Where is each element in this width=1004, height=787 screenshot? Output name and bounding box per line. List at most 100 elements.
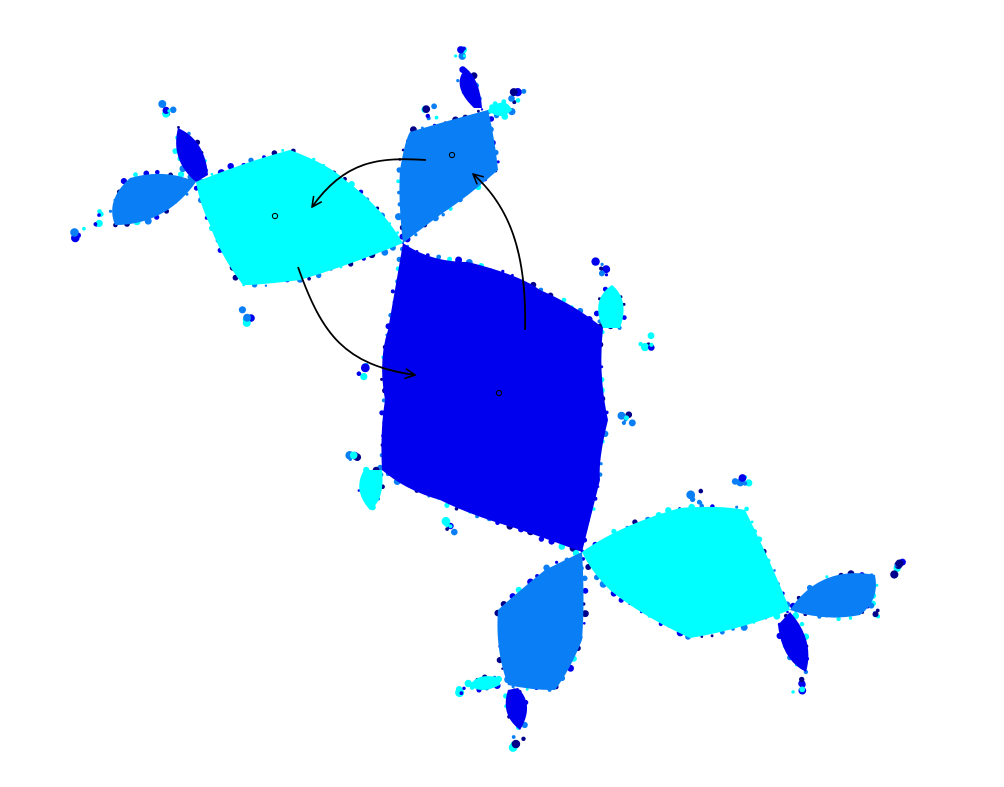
fringe-bulb	[791, 690, 795, 694]
fringe-bulb	[599, 462, 603, 466]
fringe-bulb	[582, 587, 589, 594]
fringe-bulb	[745, 479, 753, 487]
fringe-bulb	[555, 560, 559, 564]
fringe-bulb	[583, 622, 586, 625]
fringe-bulb	[436, 254, 442, 260]
fringe-bulb	[742, 481, 748, 486]
fringe-bulb	[451, 528, 458, 536]
fringe-bulb	[511, 735, 516, 739]
fringe-bulb	[617, 411, 626, 420]
fringe-bulb	[264, 284, 268, 287]
fringe-bulb	[798, 679, 806, 688]
basin-light-lower-right	[582, 506, 790, 638]
fringe-bulb	[825, 575, 829, 579]
fringe-bulb	[786, 610, 789, 614]
fringe-bulb	[890, 570, 899, 579]
fringe-bulb	[441, 213, 445, 217]
arrow-light-to-dark	[297, 266, 415, 375]
fringe-bulb	[162, 106, 170, 114]
fringe-bulb	[431, 103, 437, 110]
fringe-bulb	[509, 88, 518, 97]
basin-mid-top	[399, 110, 498, 243]
fringe-bulb	[649, 342, 654, 347]
fringe-bulb	[581, 610, 589, 618]
fringe-bulb	[508, 95, 515, 102]
basin-mid-left	[112, 173, 196, 225]
fringe-bulb	[307, 276, 311, 281]
fringe-bulb	[281, 148, 285, 152]
fringe-bulb	[773, 569, 776, 572]
petal-dark-top	[459, 68, 482, 108]
fringe-bulb	[521, 88, 527, 94]
fringe-bulb	[82, 226, 86, 231]
fringe-bulb	[602, 265, 611, 274]
fringe-bulb	[591, 257, 600, 266]
petal-light-left	[359, 470, 383, 510]
fringe-bulb	[750, 520, 754, 524]
fringe-bulb	[621, 420, 627, 425]
fringe-bulb	[598, 270, 605, 277]
cycle-point-dark-basin	[495, 389, 503, 397]
fringe-bulb	[425, 113, 430, 119]
fringe-bulb	[477, 109, 480, 113]
fringe-bulb	[799, 686, 806, 693]
fringe-bulb	[624, 415, 629, 421]
fringe-bulb	[647, 332, 655, 340]
fringe-bulb	[458, 52, 467, 60]
fringe-bulb	[210, 172, 214, 176]
fringe-bulb	[396, 179, 400, 184]
fringe-bulb	[445, 527, 449, 531]
fringe-bulb	[710, 634, 714, 638]
fringe-bulb	[511, 739, 521, 749]
fringe-bulb	[456, 686, 463, 693]
fringe-bulb	[799, 676, 805, 683]
fringe-bulb	[521, 736, 526, 741]
fringe-bulb	[448, 524, 453, 529]
fringe-bulb	[496, 160, 500, 164]
basins	[112, 68, 876, 730]
cycle-arrows	[297, 158, 527, 375]
fringe-bulb	[243, 313, 252, 322]
fringe-bulb	[414, 233, 418, 237]
fringe-bulb	[360, 373, 368, 381]
fringe-bulb	[238, 306, 246, 314]
fringe-bulb	[515, 98, 521, 103]
fringe-bulb	[356, 371, 362, 377]
fringe-bulb	[133, 172, 138, 178]
fringe-bulb	[640, 343, 650, 352]
fringe-bulb	[628, 419, 636, 427]
fringe-bulb	[444, 502, 450, 508]
cycle-point-mid-basin	[448, 151, 456, 159]
fringe-bulb	[875, 583, 879, 587]
fringe-bulb	[158, 100, 167, 108]
fringe-bulb	[480, 108, 484, 111]
fringe-bulb	[457, 46, 465, 54]
arrow-dark-to-mid	[473, 174, 527, 331]
fringe-bulb	[689, 496, 696, 503]
fringe-bulb	[582, 575, 588, 582]
fringe-bulb	[95, 219, 103, 227]
fringe-bulb	[396, 231, 400, 234]
fringe-bulb	[454, 54, 458, 58]
fringe-bulb	[108, 209, 113, 213]
fringe-bulb	[698, 488, 704, 494]
fringe-bulb	[380, 377, 384, 381]
fringe-bulb	[97, 209, 102, 214]
basin-light-upper-left	[196, 150, 403, 285]
fringe-bulb	[70, 228, 79, 237]
arrow-mid-to-light	[312, 158, 427, 207]
fringe-bulb	[390, 289, 395, 294]
fringe-bulb	[422, 105, 431, 113]
fringe-bulb	[456, 79, 460, 83]
fringe-bulb	[895, 559, 904, 568]
petal-light-right	[598, 285, 624, 328]
petal-dark-lower-right	[778, 612, 809, 672]
fringe-bulb	[155, 170, 160, 175]
fringe-bulb	[441, 516, 451, 526]
fringe-bulb	[593, 310, 600, 317]
cycle-point-light-basin	[271, 212, 279, 220]
fringe-bulb	[434, 115, 439, 120]
fringe-bulb	[799, 621, 805, 627]
fringe-bulb	[738, 474, 747, 482]
